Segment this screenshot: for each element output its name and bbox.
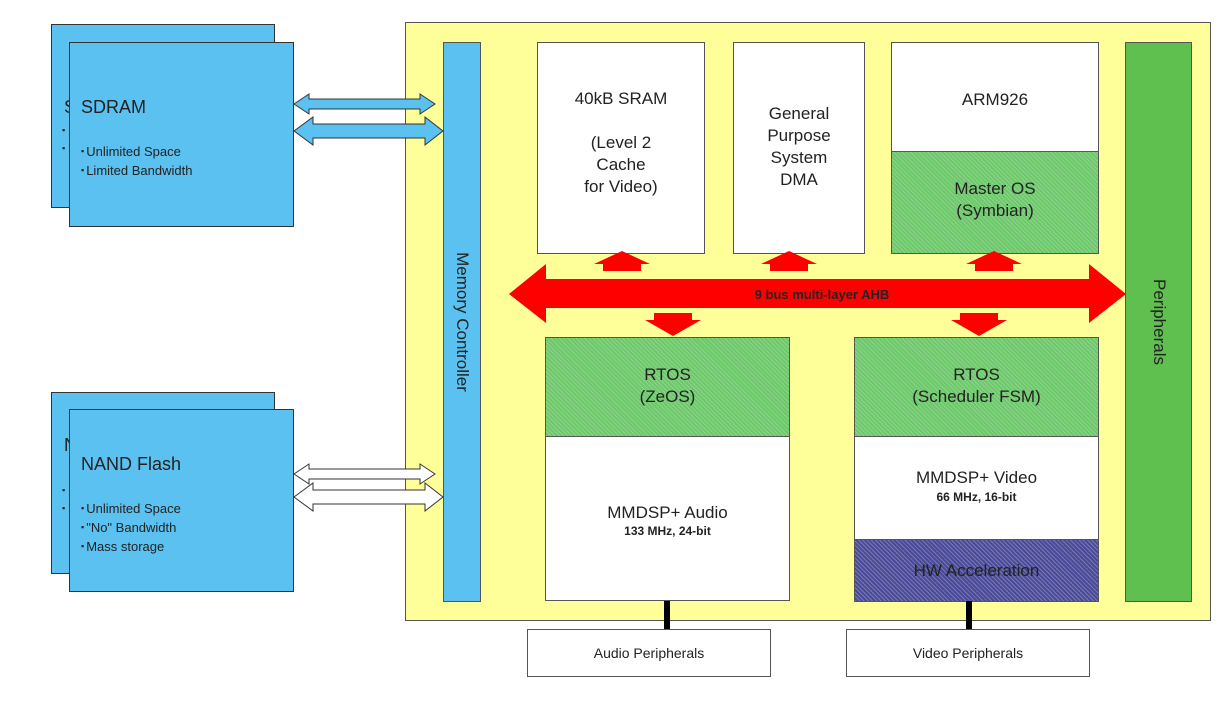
master-os-line: (Symbian)	[956, 201, 1034, 220]
nand-bullet: Unlimited Space	[81, 499, 181, 518]
audio-rtos-section: RTOS (ZeOS)	[545, 337, 790, 437]
video-dsp-spec: 66 MHz, 16-bit	[936, 490, 1017, 504]
video-rtos-line: (Scheduler FSM)	[912, 387, 1041, 406]
audio-rtos-line: (ZeOS)	[639, 387, 696, 406]
nand-bullet: "No" Bandwidth	[81, 518, 181, 537]
dma-line: Purpose	[767, 126, 831, 145]
hw-acceleration-section: HW Acceleration	[854, 539, 1099, 602]
memory-controller-label: Memory Controller	[453, 252, 472, 392]
dma-line: DMA	[780, 170, 818, 189]
peripherals-block: Peripherals	[1125, 42, 1192, 602]
sdram-chip: SDRAM Unlimited Space Limited Bandwidth	[69, 42, 294, 227]
sram-line: for Video)	[584, 177, 658, 196]
arm926-block: ARM926 Master OS (Symbian)	[891, 42, 1099, 254]
video-peripherals-box: Video Peripherals	[846, 629, 1090, 677]
peripherals-label: Peripherals	[1149, 279, 1169, 365]
audio-dsp-block: RTOS (ZeOS) MMDSP+ Audio 133 MHz, 24-bit	[545, 337, 790, 601]
audio-peripheral-connector	[664, 601, 670, 630]
arm926-title: ARM926	[961, 90, 1029, 109]
video-dsp-label: MMDSP+ Video	[915, 468, 1038, 487]
dma-block: General Purpose System DMA	[733, 42, 865, 254]
sram-line: Cache	[596, 155, 646, 174]
video-rtos-line: RTOS	[953, 365, 1000, 384]
nand-title: NAND Flash	[81, 454, 182, 474]
sram-block: 40kB SRAM (Level 2 Cache for Video)	[537, 42, 705, 254]
sram-line	[538, 110, 704, 132]
audio-peripherals-box: Audio Peripherals	[527, 629, 771, 677]
master-os-line: Master OS	[954, 179, 1036, 198]
nand-chip: NAND Flash Unlimited Space "No" Bandwidt…	[69, 409, 294, 592]
sdram-back-bullet-1: ▪	[62, 125, 66, 135]
video-peripheral-connector	[966, 601, 972, 630]
dma-line: General	[768, 104, 830, 123]
sdram-bullet: Limited Bandwidth	[81, 161, 192, 180]
memory-controller: Memory Controller	[443, 42, 481, 602]
audio-rtos-line: RTOS	[644, 365, 691, 384]
video-rtos-section: RTOS (Scheduler FSM)	[854, 337, 1099, 437]
audio-dsp-spec: 133 MHz, 24-bit	[624, 524, 711, 538]
video-dsp-block: RTOS (Scheduler FSM) MMDSP+ Video 66 MHz…	[854, 337, 1099, 602]
sram-line: (Level 2	[590, 133, 652, 152]
sram-line: 40kB SRAM	[574, 89, 668, 108]
audio-dsp-label: MMDSP+ Audio	[607, 503, 728, 522]
nand-back-bullet-2: ▪	[62, 503, 66, 513]
nand-bullet: Mass storage	[81, 537, 181, 556]
dma-line: System	[770, 148, 828, 167]
nand-back-bullet-1: ▪	[62, 485, 66, 495]
master-os-section: Master OS (Symbian)	[891, 151, 1099, 254]
sdram-back-bullet-2: ▪	[62, 143, 66, 153]
sdram-bullet: Unlimited Space	[81, 142, 192, 161]
sdram-title: SDRAM	[81, 97, 147, 117]
nand-bullets: Unlimited Space "No" Bandwidth Mass stor…	[81, 499, 181, 556]
sdram-bullets: Unlimited Space Limited Bandwidth	[81, 142, 192, 180]
